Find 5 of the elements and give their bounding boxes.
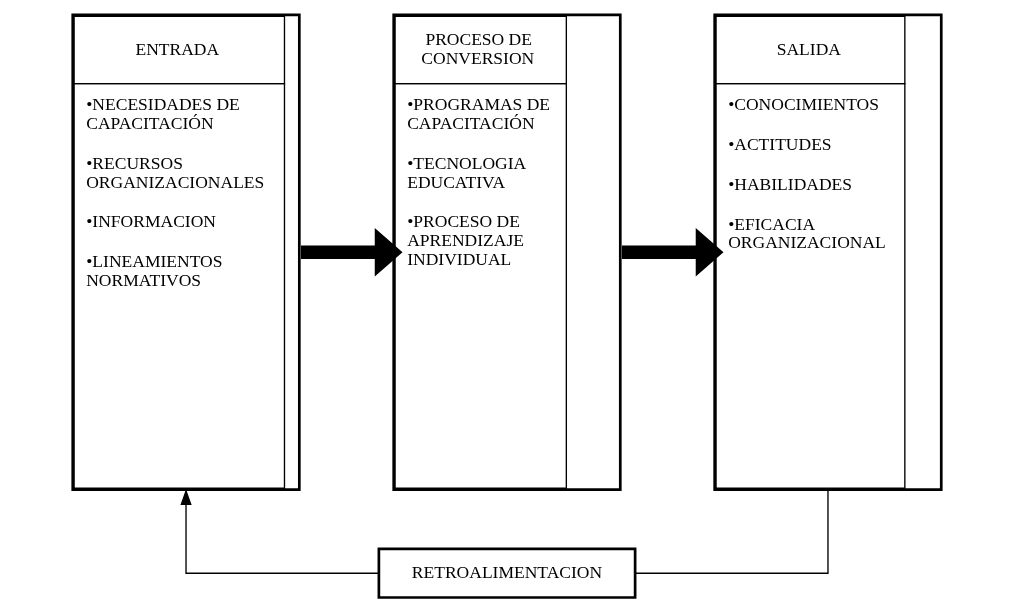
arrow [300,227,403,277]
node-box: RETROALIMENTACION [377,547,636,599]
arrow [621,227,723,277]
arrow [179,488,379,574]
connector [634,490,829,574]
